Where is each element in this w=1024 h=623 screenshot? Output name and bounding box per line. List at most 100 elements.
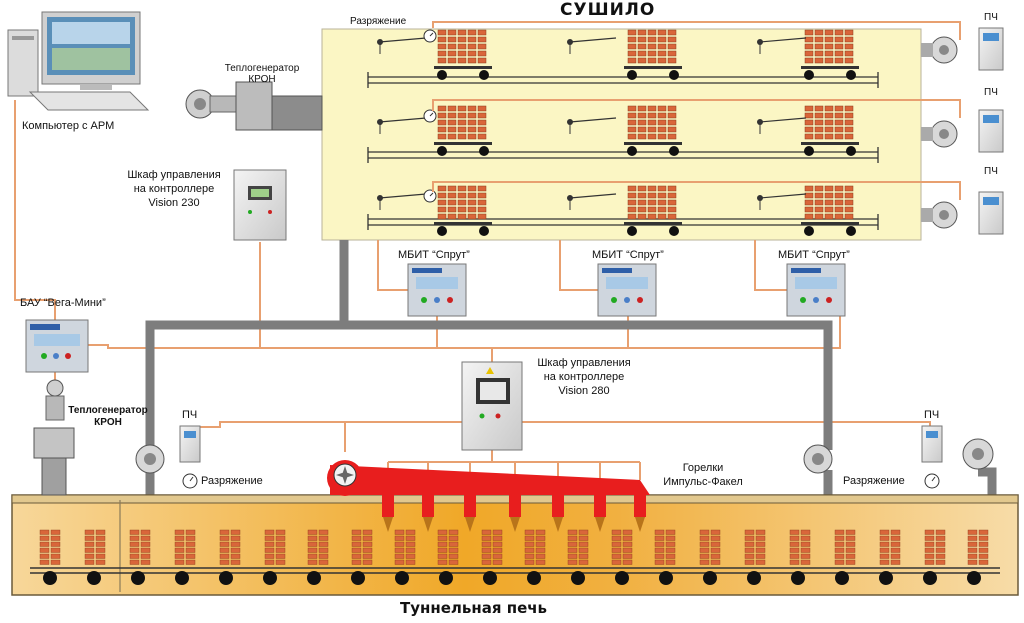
wheel bbox=[175, 571, 189, 585]
heatgen-top-label-line1: Теплогенератор bbox=[224, 63, 300, 74]
heatgen-top-icon bbox=[185, 81, 273, 131]
dryer-vacuum-label: Разряжение bbox=[350, 16, 407, 27]
dryer-vacuum-gauge-icon bbox=[423, 109, 437, 123]
dryer-title: СУШИЛО bbox=[560, 0, 656, 20]
kiln-brick-stacks bbox=[39, 529, 989, 565]
dryer-vacuum-gauge-icon bbox=[423, 189, 437, 203]
burner-icon bbox=[594, 495, 606, 532]
mbit-device-icon bbox=[407, 263, 467, 317]
heatgen-top-label-line2: КРОН bbox=[248, 74, 276, 85]
temperature-probe-icon bbox=[377, 37, 427, 54]
temperature-probe-icon bbox=[377, 117, 427, 134]
dryer-vacuum-gauge-icon bbox=[423, 29, 437, 43]
kiln-vacuum-right-label: Разряжение bbox=[843, 475, 905, 487]
cabinet-280-line1: Шкаф управления bbox=[537, 357, 631, 369]
wheel bbox=[131, 571, 145, 585]
kiln-brick-stack bbox=[699, 529, 721, 565]
kiln-brick-stack bbox=[611, 529, 633, 565]
kiln-brick-stack bbox=[481, 529, 503, 565]
heatgen-bottom-label: Теплогенератор КРОН bbox=[60, 405, 156, 429]
cabinet-280-label: Шкаф управления на контроллере Vision 28… bbox=[522, 356, 646, 398]
burner-icon bbox=[464, 495, 476, 532]
wheel bbox=[879, 571, 893, 585]
temperature-probe-icon bbox=[757, 193, 807, 210]
dryer-cart bbox=[624, 29, 682, 80]
kiln-brick-stack bbox=[967, 529, 989, 565]
kiln-fan-right-icon bbox=[962, 438, 994, 470]
heatgen-top-label: Теплогенератор КРОН bbox=[204, 63, 320, 85]
burner-fan-icon bbox=[333, 463, 357, 487]
kiln-pch-left bbox=[179, 425, 201, 463]
temperature-probe-icon bbox=[377, 193, 427, 210]
burner-icon bbox=[634, 495, 646, 532]
temperature-probe-icon bbox=[567, 37, 617, 54]
burners-line1: Горелки bbox=[682, 462, 724, 474]
wheel bbox=[967, 571, 981, 585]
heatgen-bottom-line2: КРОН bbox=[94, 417, 122, 428]
wheel bbox=[835, 571, 849, 585]
cabinet-230-line3: Vision 230 bbox=[148, 197, 200, 209]
burner-manifold bbox=[327, 460, 650, 496]
burner-icon bbox=[422, 495, 434, 532]
dryer-probes bbox=[377, 29, 807, 210]
kiln-fan-middle-icon bbox=[803, 444, 833, 474]
kiln-pch-right bbox=[921, 425, 943, 463]
dryer-pch-label-3: ПЧ bbox=[984, 166, 998, 177]
wheel bbox=[395, 571, 409, 585]
wheel bbox=[439, 571, 453, 585]
burner-icon bbox=[552, 495, 564, 532]
dryer-cart bbox=[434, 29, 492, 80]
temperature-probe-icon bbox=[757, 37, 807, 54]
cabinet-280-icon bbox=[461, 361, 523, 451]
kiln-brick-stack bbox=[744, 529, 766, 565]
kiln-brick-stack bbox=[567, 529, 589, 565]
kiln-fan-left-icon bbox=[135, 444, 165, 474]
dryer-pch-label-1: ПЧ bbox=[984, 12, 998, 23]
burners-line2: Импульс-Факел bbox=[663, 476, 743, 488]
wheel bbox=[791, 571, 805, 585]
kiln-cart-wheels bbox=[43, 571, 981, 585]
kiln-brick-stack bbox=[264, 529, 286, 565]
kiln-pch-right-label: ПЧ bbox=[924, 409, 940, 421]
kiln-brick-stack bbox=[524, 529, 546, 565]
dryer-cart bbox=[624, 185, 682, 236]
cabinet-280-line3: Vision 280 bbox=[558, 385, 610, 397]
kiln-brick-stack bbox=[437, 529, 459, 565]
cabinet-280-line2: на контроллере bbox=[543, 371, 625, 383]
kiln-vacuum-left-label: Разряжение bbox=[201, 475, 263, 487]
cabinet-230-icon bbox=[233, 169, 287, 241]
mbit-label-3: МБИТ “Спрут” bbox=[778, 249, 850, 261]
dryer-carts bbox=[434, 29, 859, 236]
heatgen-bottom-line1: Теплогенератор bbox=[68, 405, 148, 416]
kiln-brick-stack bbox=[307, 529, 329, 565]
wheel bbox=[923, 571, 937, 585]
dryer-cart bbox=[801, 105, 859, 156]
burners-label: Горелки Импульс-Факел bbox=[648, 461, 758, 489]
kiln-vacuum-gauge-left-icon bbox=[182, 473, 198, 489]
wheel bbox=[571, 571, 585, 585]
kiln-brick-stack bbox=[834, 529, 856, 565]
wheel bbox=[659, 571, 673, 585]
mbit-device-icon bbox=[597, 263, 657, 317]
burner-icon bbox=[509, 495, 521, 532]
kiln-brick-stack bbox=[789, 529, 811, 565]
burners bbox=[382, 495, 646, 532]
bau-label: БАУ “Вега-Мини” bbox=[20, 297, 106, 309]
air-ducts bbox=[145, 240, 997, 495]
kiln-title: Туннельная печь bbox=[400, 599, 548, 617]
heatgen-bottom-icon bbox=[33, 379, 75, 496]
wheel bbox=[615, 571, 629, 585]
wheel bbox=[43, 571, 57, 585]
mbit-label-2: МБИТ “Спрут” bbox=[592, 249, 664, 261]
kiln-brick-stack bbox=[219, 529, 241, 565]
mbit-devices bbox=[407, 263, 846, 317]
cabinet-230-label: Шкаф управления на контроллере Vision 23… bbox=[110, 168, 238, 210]
kiln-brick-stack bbox=[84, 529, 106, 565]
dryer-cart bbox=[624, 105, 682, 156]
wheel bbox=[483, 571, 497, 585]
cabinet-230-line2: на контроллере bbox=[133, 183, 215, 195]
mbit-device-icon bbox=[786, 263, 846, 317]
heatgen-duct-top bbox=[271, 95, 323, 131]
computer-label: Компьютер с АРМ bbox=[22, 120, 115, 132]
dryer-cart bbox=[801, 185, 859, 236]
